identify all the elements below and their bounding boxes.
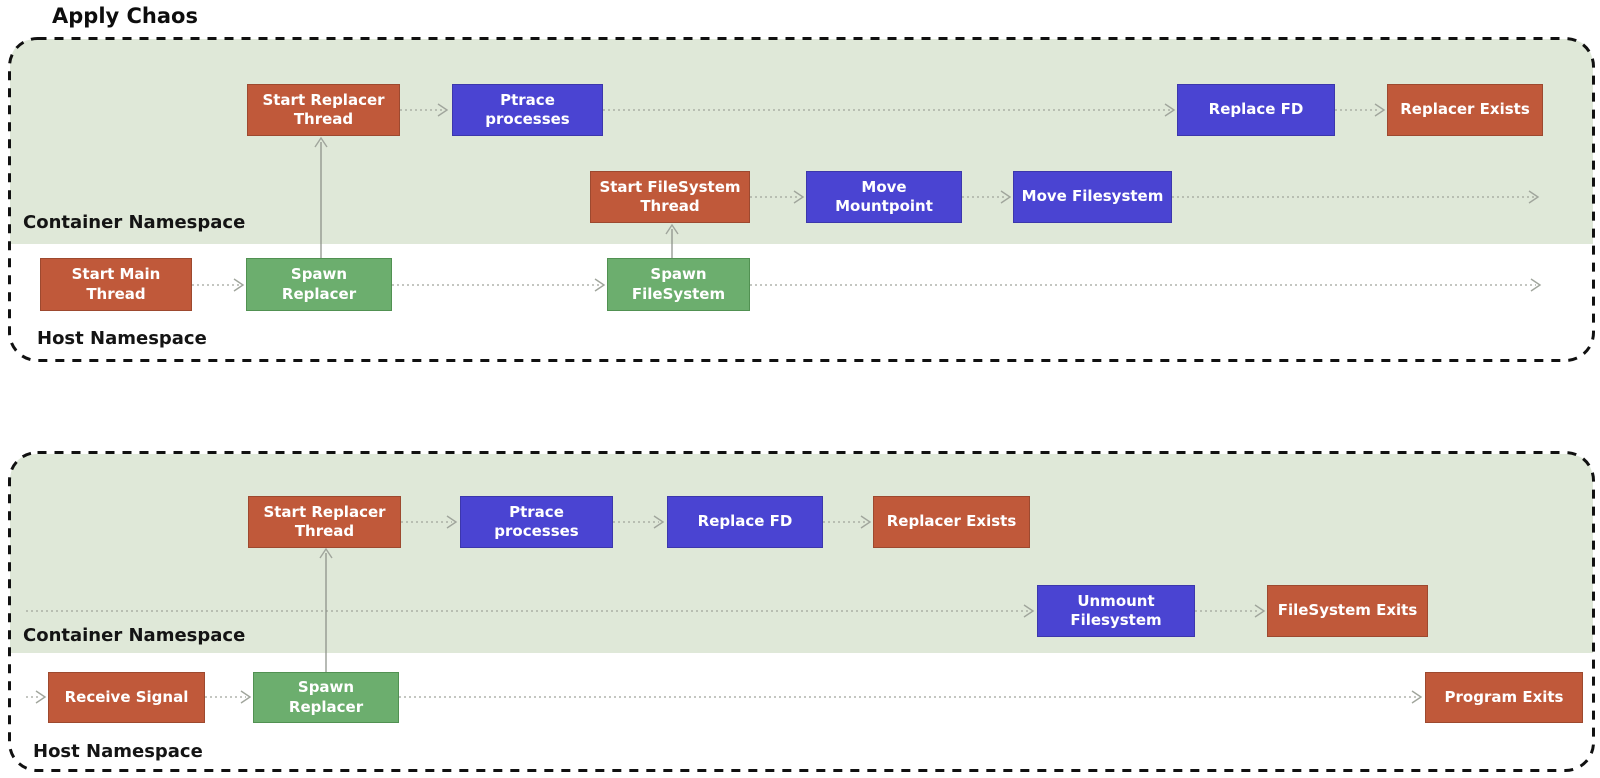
connector-spawn-replacer-to-start-replacer-thread-2 xyxy=(319,547,333,672)
panel2-container-namespace-label: Container Namespace xyxy=(23,625,246,646)
page-title: Apply Chaos xyxy=(52,4,198,28)
connector-filesystem-timeline-to-unmount xyxy=(26,604,1035,618)
panel1-container-namespace-label: Container Namespace xyxy=(23,212,246,233)
connector-spawn-replacer-to-start-replacer-thread xyxy=(314,136,328,258)
node-replace-fd-1: Replace FD xyxy=(1177,84,1335,136)
node-replace-fd-2: Replace FD xyxy=(667,496,823,548)
panel1-outline xyxy=(8,37,1595,362)
connector-receive-signal-to-spawn-replacer xyxy=(205,690,252,704)
connector-start-replacer-thread-to-ptrace-2 xyxy=(401,515,458,529)
node-spawn-filesystem: Spawn FileSystem xyxy=(607,258,750,311)
node-ptrace-processes-1: Ptrace processes xyxy=(452,84,603,136)
node-move-mountpoint: Move Mountpoint xyxy=(806,171,962,223)
connector-replace-fd-to-replacer-exists-2 xyxy=(823,515,872,529)
connector-spawn-replacer-to-spawn-filesystem xyxy=(392,278,606,292)
connector-start-filesystem-thread-to-move-mountpoint xyxy=(750,190,805,204)
node-filesystem-exits: FileSystem Exits xyxy=(1267,585,1428,637)
node-start-replacer-thread-2: Start Replacer Thread xyxy=(248,496,401,548)
node-move-filesystem: Move Filesystem xyxy=(1013,171,1172,223)
panel2-host-namespace-label: Host Namespace xyxy=(33,741,203,762)
panel1-container-region xyxy=(10,39,1593,244)
connector-move-filesystem-continues xyxy=(1172,190,1540,204)
connector-spawn-replacer-to-program-exits xyxy=(399,690,1423,704)
connector-ptrace-to-replace-fd-2 xyxy=(613,515,665,529)
node-replacer-exists-1: Replacer Exists xyxy=(1387,84,1543,136)
panel1-host-namespace-label: Host Namespace xyxy=(37,328,207,349)
connector-unmount-to-filesystem-exits xyxy=(1195,604,1266,618)
connector-replace-fd-to-replacer-exists xyxy=(1335,103,1386,117)
node-spawn-replacer-1: Spawn Replacer xyxy=(246,258,392,311)
connector-edge-to-receive-signal xyxy=(26,690,47,704)
node-spawn-replacer-2: Spawn Replacer xyxy=(253,672,399,723)
node-start-main-thread: Start Main Thread xyxy=(40,258,192,311)
node-program-exits: Program Exits xyxy=(1425,672,1583,723)
connector-spawn-filesystem-to-start-filesystem-thread xyxy=(665,223,679,258)
panel2-container-region xyxy=(10,454,1593,653)
node-unmount-filesystem: Unmount Filesystem xyxy=(1037,585,1195,637)
node-start-replacer-thread-1: Start Replacer Thread xyxy=(247,84,400,136)
node-start-filesystem-thread: Start FileSystem Thread xyxy=(590,171,750,223)
node-ptrace-processes-2: Ptrace processes xyxy=(460,496,613,548)
connector-move-mountpoint-to-move-filesystem xyxy=(962,190,1012,204)
connector-ptrace-to-replace-fd xyxy=(603,103,1176,117)
panel2-outline xyxy=(8,451,1595,772)
connector-start-main-thread-to-spawn-replacer xyxy=(192,278,245,292)
node-receive-signal: Receive Signal xyxy=(48,672,205,723)
connector-start-replacer-thread-to-ptrace xyxy=(400,103,449,117)
connector-spawn-filesystem-continues xyxy=(750,278,1542,292)
node-replacer-exists-2: Replacer Exists xyxy=(873,496,1030,548)
